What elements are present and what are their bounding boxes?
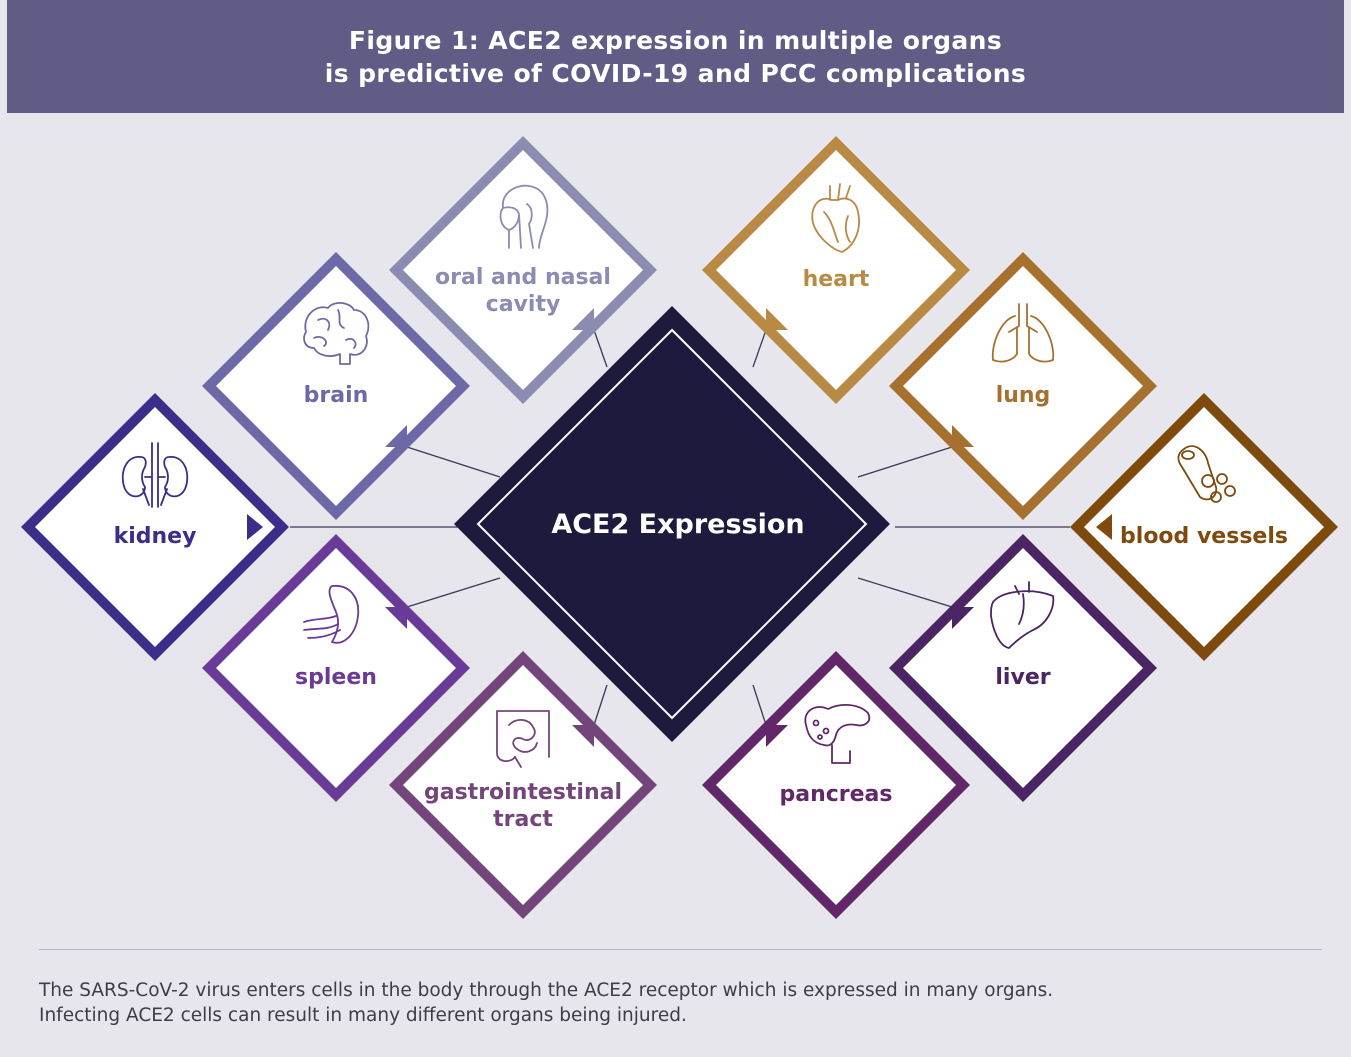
organ-tile-heart: heart bbox=[702, 136, 970, 404]
organ-tile-spleen: spleen bbox=[202, 534, 470, 802]
organ-label-heart: heart bbox=[803, 267, 870, 292]
kidneys-icon bbox=[121, 442, 189, 508]
connector-line-liver bbox=[857, 577, 953, 608]
pointer-triangle-icon bbox=[572, 725, 594, 747]
blood-vessel-icon bbox=[1177, 445, 1236, 503]
pointer-triangle-icon bbox=[952, 607, 974, 629]
center-inner-outline bbox=[476, 328, 868, 720]
connector-line-lung bbox=[857, 446, 953, 478]
connector-line-spleen bbox=[406, 577, 501, 608]
organ-label-brain: brain bbox=[304, 383, 369, 408]
caption-line-2: Infecting ACE2 cells can result in many … bbox=[39, 1005, 687, 1026]
pancreas-icon bbox=[804, 704, 871, 764]
organ-label-oral-nasal-line-2: cavity bbox=[486, 292, 561, 317]
pointer-triangle-icon bbox=[385, 425, 407, 447]
organ-tile-brain: brain bbox=[202, 252, 470, 520]
organ-label-gastrointestinal-line-1: gastrointestinal bbox=[424, 780, 622, 805]
caption-divider bbox=[39, 949, 1322, 950]
liver-icon bbox=[990, 581, 1055, 649]
figure-title-line-2: is predictive of COVID-19 and PCC compli… bbox=[324, 58, 1027, 88]
center-label: ACE2 Expression bbox=[551, 509, 804, 540]
organ-tile-liver: liver bbox=[889, 534, 1157, 802]
caption-line-1: The SARS-CoV-2 virus enters cells in the… bbox=[39, 980, 1054, 1001]
brain-icon bbox=[303, 302, 370, 365]
organ-label-kidney: kidney bbox=[114, 524, 197, 549]
intestines-icon bbox=[496, 710, 550, 768]
figure-header: Figure 1: ACE2 expression in multiple or… bbox=[7, 0, 1344, 113]
heart-icon bbox=[811, 183, 860, 253]
organ-tile-blood-vessels: blood vessels bbox=[1070, 393, 1338, 661]
connector-line-pancreas bbox=[752, 684, 767, 726]
figure-title-line-1: Figure 1: ACE2 expression in multiple or… bbox=[348, 25, 1003, 55]
organ-label-oral-nasal-line-1: oral and nasal bbox=[435, 265, 611, 290]
pointer-triangle-icon bbox=[1096, 514, 1112, 540]
organ-label-liver: liver bbox=[995, 665, 1050, 690]
organ-tile-lung: lung bbox=[889, 252, 1157, 520]
connector-line-oral-nasal bbox=[593, 329, 608, 368]
organ-label-lung: lung bbox=[996, 383, 1051, 408]
lungs-icon bbox=[991, 303, 1055, 363]
connector-line-gastrointestinal bbox=[593, 684, 608, 726]
pointer-triangle-icon bbox=[766, 725, 788, 747]
figure-caption: The SARS-CoV-2 virus enters cells in the… bbox=[39, 978, 1329, 1028]
organ-label-pancreas: pancreas bbox=[779, 782, 892, 807]
ace2-center-node: ACE2 Expression bbox=[454, 306, 890, 742]
tile-inner-panel bbox=[35, 407, 275, 647]
pointer-triangle-icon bbox=[952, 425, 974, 447]
organ-label-spleen: spleen bbox=[295, 665, 377, 690]
organ-tile-kidney: kidney bbox=[21, 393, 289, 661]
pointer-triangle-icon bbox=[766, 308, 788, 330]
center-outer-diamond bbox=[454, 306, 890, 742]
organ-tile-pancreas: pancreas bbox=[702, 651, 970, 919]
pointer-triangle-icon bbox=[572, 308, 594, 330]
pointer-triangle-icon bbox=[385, 607, 407, 629]
connector-lines bbox=[290, 329, 1070, 726]
pointer-triangle-icon bbox=[247, 514, 263, 540]
organ-label-gastrointestinal-line-2: tract bbox=[493, 807, 553, 832]
connector-line-heart bbox=[752, 329, 767, 368]
organ-label-blood-vessels: blood vessels bbox=[1120, 524, 1288, 549]
spleen-icon bbox=[303, 585, 360, 644]
connector-line-brain bbox=[406, 446, 501, 478]
head-profile-icon bbox=[499, 184, 549, 249]
tile-inner-panel bbox=[1084, 407, 1324, 647]
